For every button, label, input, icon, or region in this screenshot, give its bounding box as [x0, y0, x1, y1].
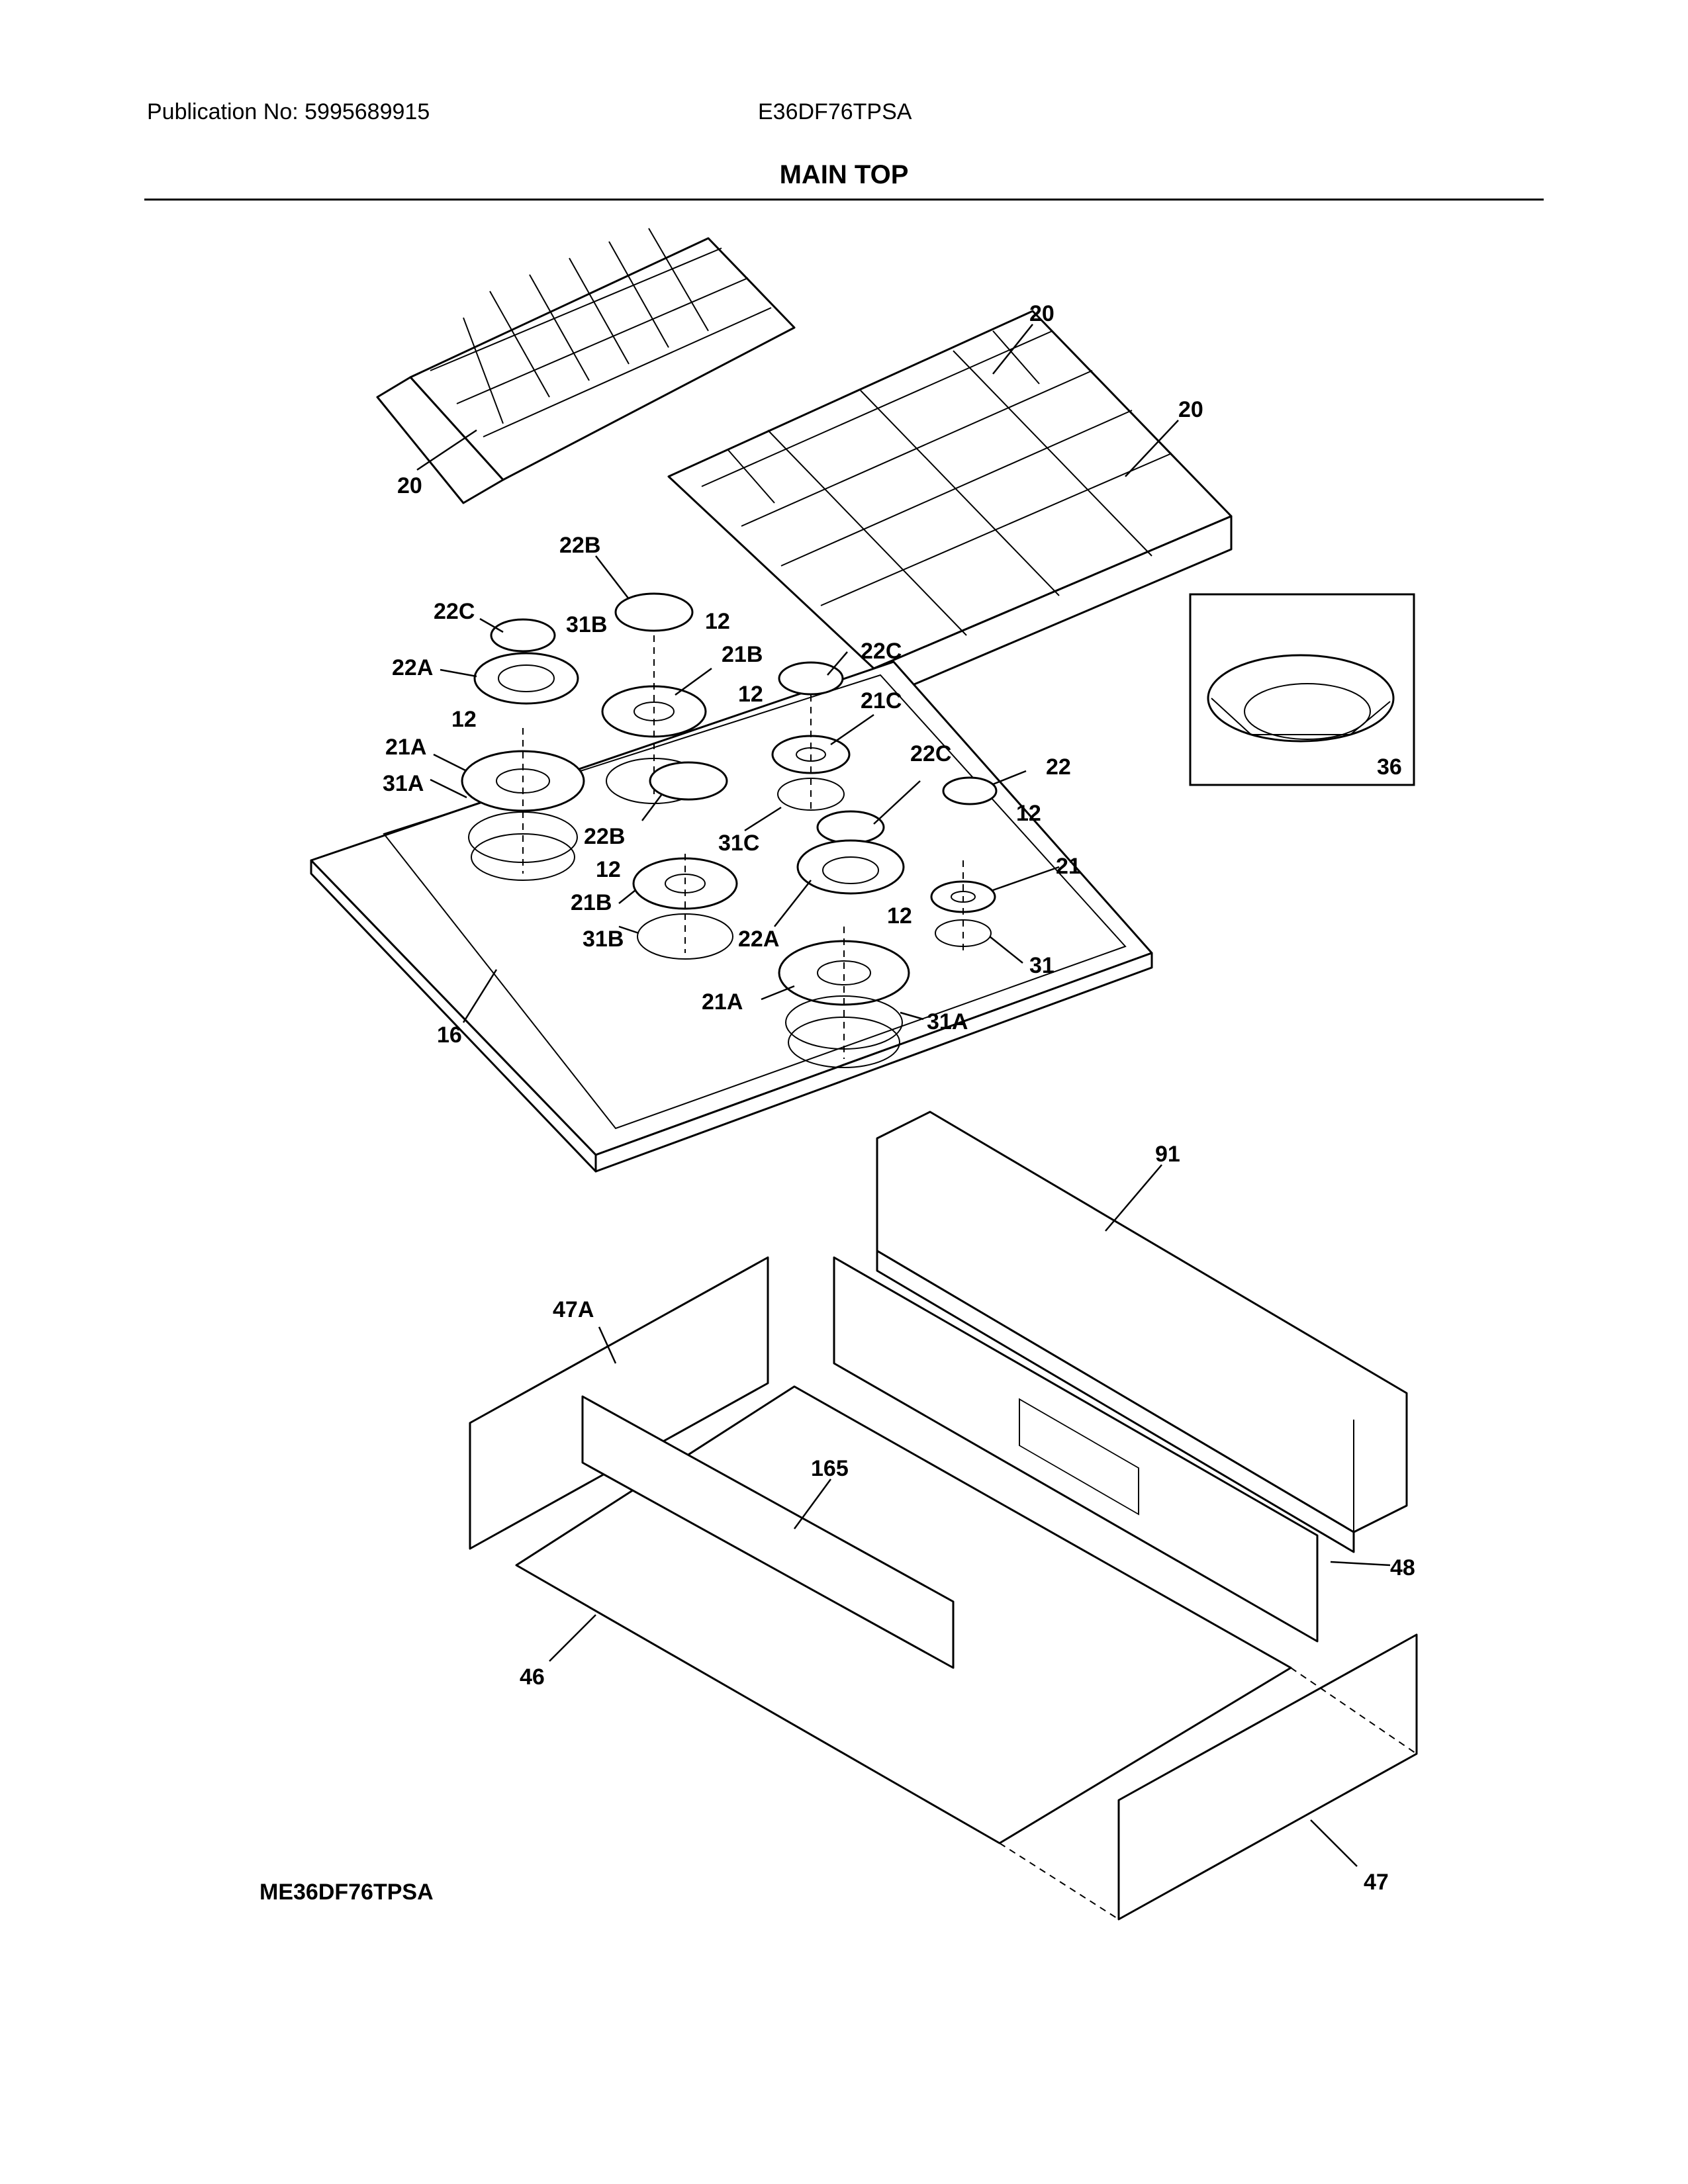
callout-31: 31: [1029, 953, 1055, 978]
callout-22: 22: [1046, 754, 1071, 780]
grate-left: [376, 228, 796, 504]
callout-22B-top: 22B: [559, 533, 600, 558]
callout-12-d: 12: [1016, 801, 1041, 826]
burner-assemblies: [461, 592, 998, 1068]
publication-number: Publication No: 5995689915: [147, 99, 430, 124]
callout-12-c: 12: [451, 707, 477, 732]
callout-20-right: 20: [1178, 397, 1203, 422]
callout-48: 48: [1390, 1555, 1415, 1580]
callout-36: 36: [1377, 754, 1402, 780]
rear-panel: [833, 1256, 1319, 1643]
callout-21B-low: 21B: [571, 890, 612, 915]
header-rule: [144, 199, 1544, 201]
leader-lines: [416, 324, 1391, 1867]
callout-31C: 31C: [718, 831, 759, 856]
callout-31A-left: 31A: [383, 771, 424, 796]
front-brace: [581, 1395, 955, 1669]
callout-20-top: 20: [1029, 301, 1055, 326]
callout-31B-top: 31B: [566, 612, 607, 637]
callout-22C-left: 22C: [434, 599, 475, 624]
model-number: E36DF76TPSA: [758, 99, 912, 124]
callout-21A-left: 21A: [385, 735, 426, 760]
callout-21A-low: 21A: [702, 989, 743, 1015]
callout-21B-top: 21B: [722, 642, 763, 667]
callout-31B-low: 31B: [583, 927, 624, 952]
callout-12-e: 12: [596, 857, 621, 882]
diagram-code: ME36DF76TPSA: [259, 1880, 434, 1905]
part-callouts: 20 20 20 22B 22C 31B 12 21B 22C 22A 12 2…: [383, 301, 1415, 1895]
callout-47: 47: [1364, 1870, 1389, 1895]
section-title: MAIN TOP: [779, 160, 909, 189]
callout-165: 165: [811, 1456, 849, 1481]
callout-16: 16: [437, 1023, 462, 1048]
callout-21: 21: [1056, 854, 1081, 879]
side-panel-right: [999, 1633, 1418, 1921]
callout-31A-low: 31A: [927, 1009, 968, 1034]
callout-12-a: 12: [705, 609, 730, 634]
callout-46: 46: [520, 1664, 545, 1690]
cooktop-main-top: [310, 660, 1153, 1173]
callout-22B-mid: 22B: [584, 824, 625, 849]
callout-22C-mid: 22C: [861, 639, 902, 664]
callout-22C-right: 22C: [910, 741, 951, 766]
callout-20-left: 20: [397, 473, 422, 498]
callout-21C: 21C: [861, 688, 902, 713]
inset-burner-ring: [1189, 593, 1415, 786]
callout-12-b: 12: [738, 682, 763, 707]
callout-91: 91: [1155, 1142, 1180, 1167]
callout-22A-left: 22A: [392, 655, 433, 680]
callout-22A-mid: 22A: [738, 927, 779, 952]
backguard: [876, 1111, 1408, 1553]
callout-47A: 47A: [553, 1297, 594, 1322]
side-panel-left: [469, 1256, 769, 1550]
callout-12-f: 12: [887, 903, 912, 929]
